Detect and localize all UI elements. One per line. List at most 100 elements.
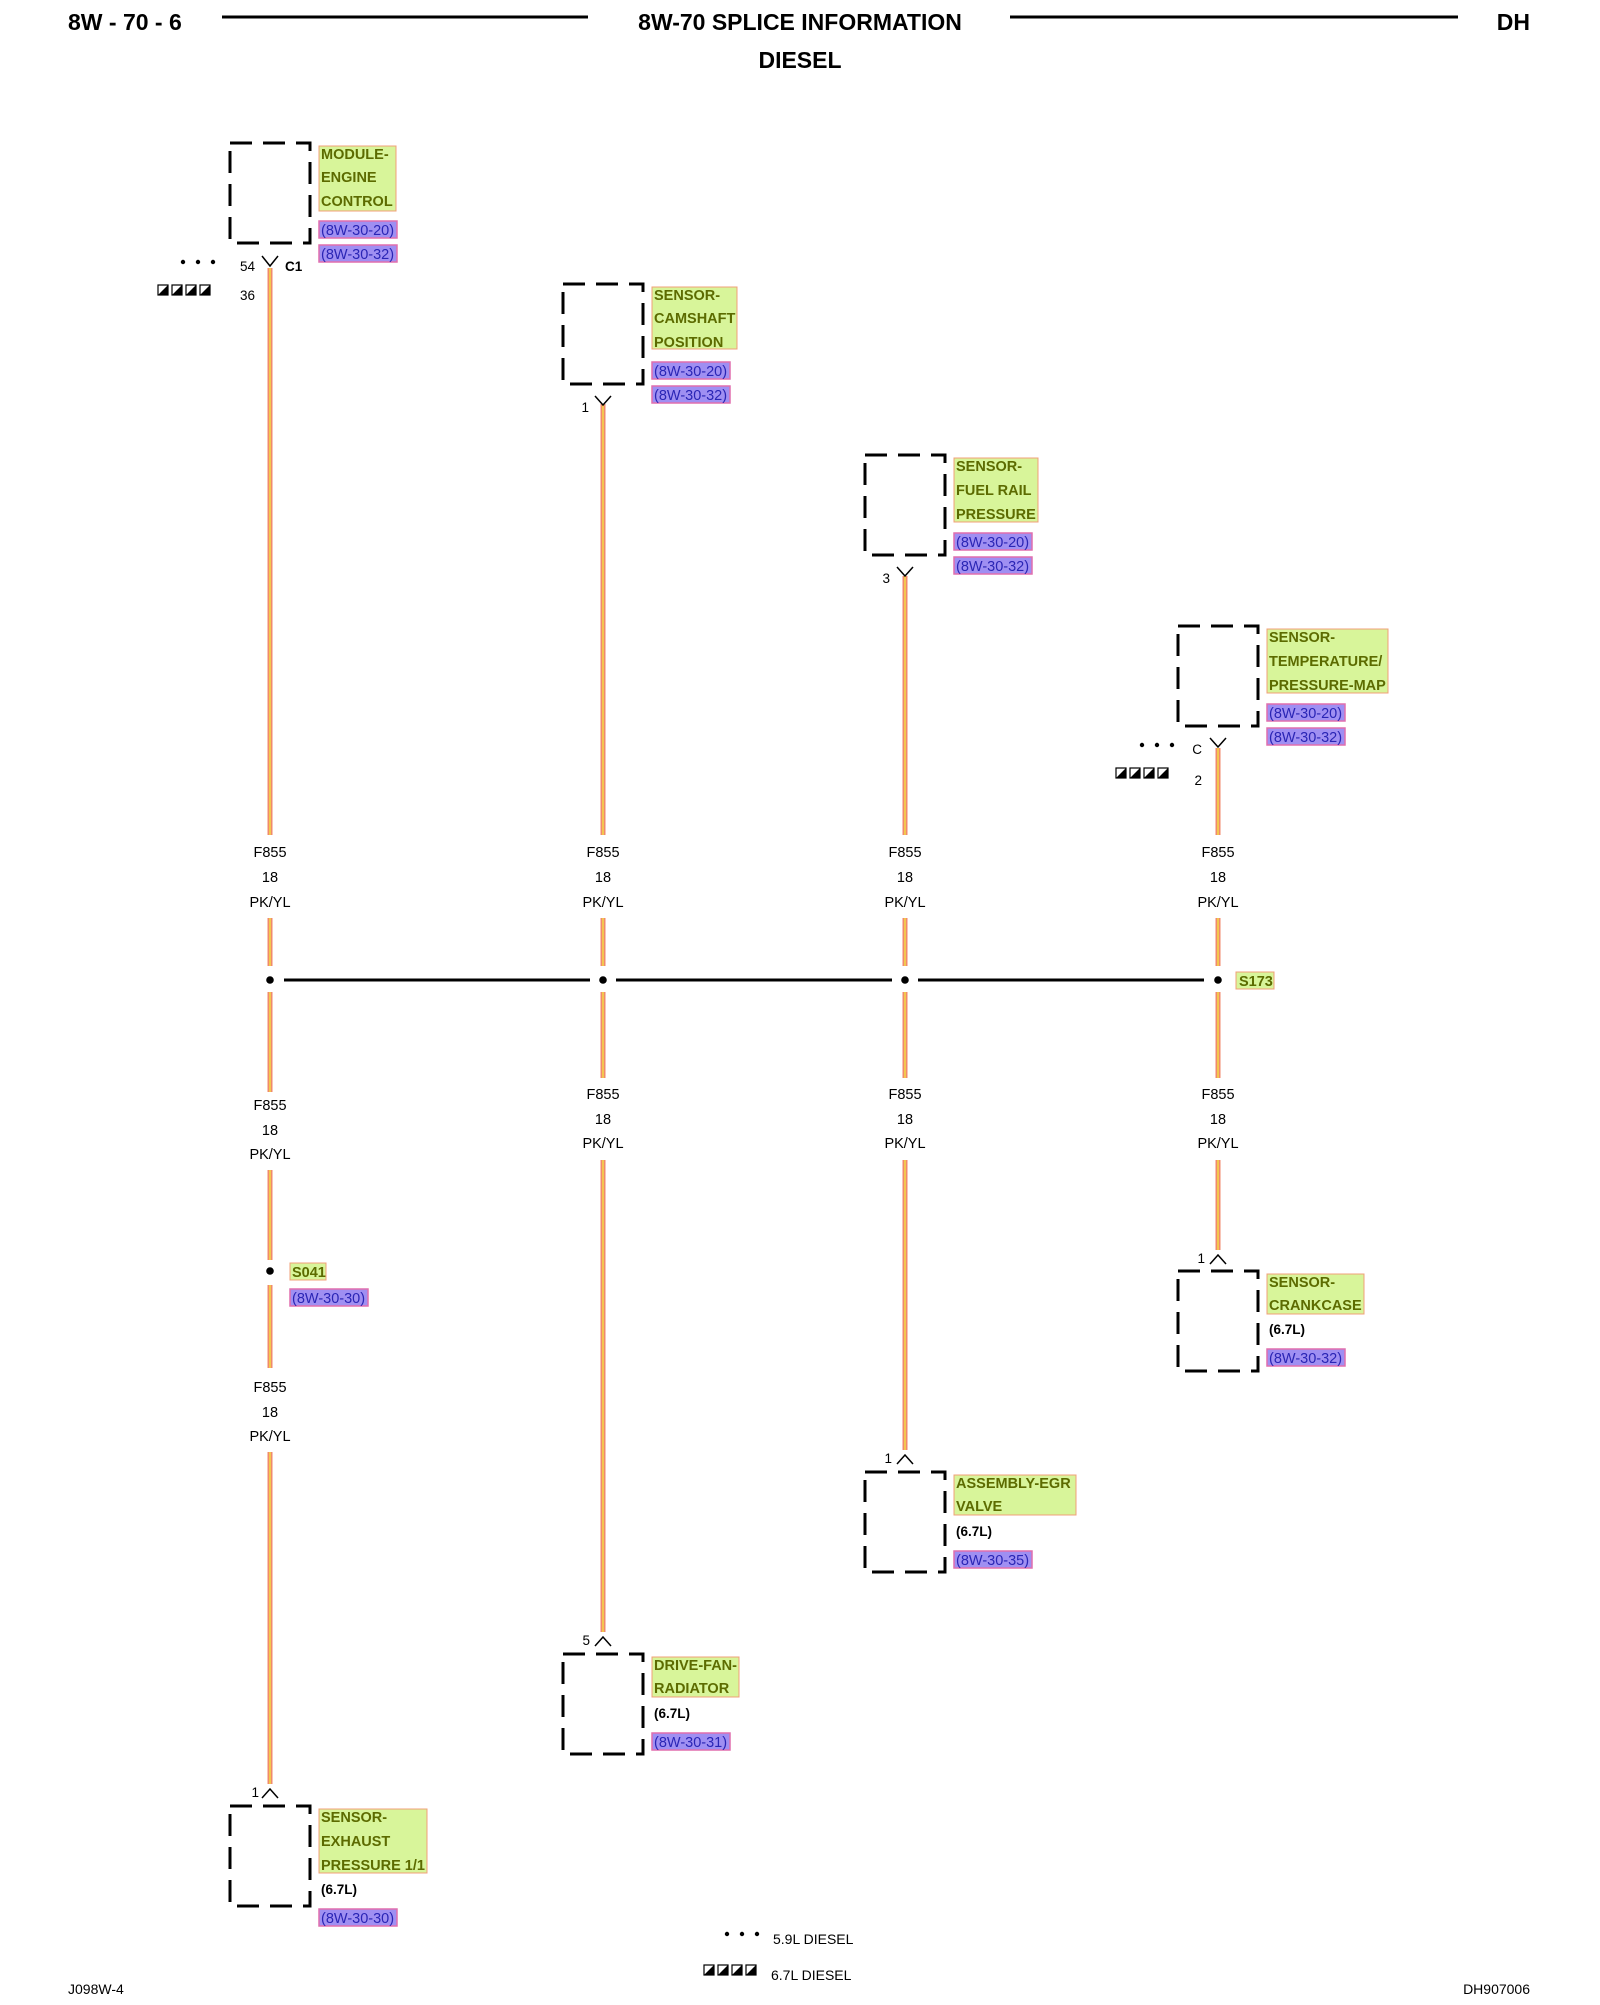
- pin-number: 1: [251, 1785, 259, 1800]
- legend-squares-label: 6.7L DIESEL: [771, 1967, 852, 1983]
- component-outline: [228, 1804, 312, 1908]
- svg-text:18: 18: [1210, 1112, 1226, 1128]
- splice-label: S173: [1239, 974, 1273, 990]
- component-name-line: EXHAUST: [321, 1834, 390, 1850]
- component-ref-box: [1266, 1348, 1346, 1367]
- page-title: 8W-70 SPLICE INFORMATION: [638, 9, 962, 35]
- connector-label: C: [1192, 742, 1202, 757]
- component-name-line: PRESSURE-MAP: [1269, 678, 1386, 694]
- connector-symbol: [1209, 1253, 1227, 1265]
- component-ref-box: [1266, 727, 1346, 746]
- svg-text:F855: F855: [253, 1380, 286, 1396]
- engine-variant: (6.7L): [321, 1882, 357, 1897]
- engine-variant: (6.7L): [1269, 1322, 1305, 1337]
- component-ref: (8W-30-31): [654, 1735, 727, 1751]
- component-ref: (8W-30-20): [956, 535, 1029, 551]
- squares-icon: [1115, 767, 1169, 779]
- svg-text:PK/YL: PK/YL: [249, 1429, 290, 1445]
- connector-symbol: [594, 1635, 612, 1647]
- squares-icon: [703, 1964, 757, 1976]
- dots-icon: [180, 259, 216, 265]
- component-name-box: [651, 286, 738, 350]
- component-name-line: CRANKCASE: [1269, 1298, 1362, 1314]
- component-exhaust-pressure-sensor: 1 SENSOR- EXHAUST PRESSURE 1/1 (6.7L) (8…: [228, 1785, 428, 1927]
- svg-text:F855: F855: [586, 1087, 619, 1103]
- component-name-line: RADIATOR: [654, 1681, 730, 1697]
- component-name-line: PRESSURE 1/1: [321, 1858, 425, 1874]
- page-header: 8W - 70 - 6 8W-70 SPLICE INFORMATION DH …: [68, 9, 1530, 73]
- svg-text:F855: F855: [888, 1087, 921, 1103]
- svg-text:PK/YL: PK/YL: [1197, 895, 1238, 911]
- connector-symbol: [896, 566, 914, 578]
- wire-label-col2-mid: F855 18 PK/YL: [582, 1087, 623, 1152]
- component-ref: (8W-30-32): [654, 388, 727, 404]
- component-outline: [561, 1652, 645, 1756]
- component-egr-valve: 1 ASSEMBLY-EGR VALVE (6.7L) (8W-30-35): [863, 1451, 1077, 1574]
- component-name-line: VALVE: [956, 1499, 1003, 1515]
- component-outline: [1176, 624, 1260, 728]
- component-name-box: [318, 1808, 428, 1874]
- connector-label: C1: [285, 259, 303, 274]
- svg-text:18: 18: [897, 870, 913, 886]
- page-footer: J098W-4 DH907006: [68, 1981, 1530, 1997]
- component-ref: (8W-30-20): [654, 364, 727, 380]
- connector-symbol: [261, 1787, 279, 1799]
- splice-s173: S173: [266, 971, 1275, 990]
- component-ref: (8W-30-20): [321, 223, 394, 239]
- component-fuel-rail-sensor: SENSOR- FUEL RAIL PRESSURE (8W-30-20) (8…: [863, 453, 1039, 586]
- component-crankcase-sensor: 1 SENSOR- CRANKCASE (6.7L) (8W-30-32): [1176, 1251, 1365, 1373]
- component-outline: [863, 1470, 947, 1574]
- component-name-line: POSITION: [654, 335, 723, 351]
- component-ref-box: [318, 1908, 398, 1927]
- component-name-box: [318, 145, 397, 212]
- component-name-line: ASSEMBLY-EGR: [956, 1476, 1071, 1492]
- component-name-line: FUEL RAIL: [956, 483, 1032, 499]
- wire-label-col3-mid: F855 18 PK/YL: [884, 1087, 925, 1152]
- component-name-line: MODULE-: [321, 147, 389, 163]
- splice-s041: S041 (8W-30-30): [266, 1262, 369, 1307]
- wire-label-col4-mid: F855 18 PK/YL: [1197, 1087, 1238, 1152]
- component-name-box: [953, 1474, 1077, 1516]
- svg-text:PK/YL: PK/YL: [1197, 1136, 1238, 1152]
- page-subtitle: DIESEL: [758, 47, 841, 73]
- wire-label-col1-mid: F855 18 PK/YL: [249, 1098, 290, 1163]
- splice-node: [266, 976, 274, 984]
- component-ref-box: [1266, 703, 1346, 722]
- component-ref-box: [953, 1550, 1033, 1569]
- component-ref: (8W-30-32): [1269, 1351, 1342, 1367]
- svg-text:F855: F855: [586, 845, 619, 861]
- connector-symbol: [1209, 737, 1227, 749]
- svg-text:PK/YL: PK/YL: [884, 895, 925, 911]
- splice-node: [1214, 976, 1222, 984]
- component-ref: (8W-30-32): [956, 559, 1029, 575]
- component-ref-box: [651, 361, 731, 380]
- component-name-box: [1266, 1273, 1365, 1315]
- svg-text:PK/YL: PK/YL: [884, 1136, 925, 1152]
- component-outline: [561, 282, 645, 386]
- pin-number: 2: [1194, 773, 1202, 788]
- component-ref-box: [953, 556, 1033, 575]
- footer-left-code: J098W-4: [68, 1981, 124, 1997]
- component-name-line: CAMSHAFT: [654, 311, 735, 327]
- component-name-line: SENSOR-: [1269, 1275, 1335, 1291]
- splice-node: [901, 976, 909, 984]
- wires: [267, 268, 1221, 1784]
- pin-number: 3: [882, 571, 890, 586]
- pin-number: 5: [582, 1633, 590, 1648]
- wire-label-col4-top: F855 18 PK/YL: [1197, 845, 1238, 911]
- svg-text:PK/YL: PK/YL: [582, 895, 623, 911]
- component-name-line: ENGINE: [321, 170, 377, 186]
- footer-right-code: DH907006: [1463, 1981, 1530, 1997]
- component-name-box: [953, 457, 1039, 523]
- svg-text:F855: F855: [888, 845, 921, 861]
- svg-text:F855: F855: [1201, 845, 1234, 861]
- splice-label-box: [1235, 971, 1275, 990]
- pin-number: 54: [240, 259, 256, 274]
- svg-text:F855: F855: [253, 845, 286, 861]
- component-name-line: TEMPERATURE/: [1269, 654, 1382, 670]
- component-radiator-fan: 5 DRIVE-FAN- RADIATOR (6.7L) (8W-30-31): [561, 1633, 740, 1756]
- svg-text:PK/YL: PK/YL: [249, 895, 290, 911]
- squares-icon: [157, 284, 211, 296]
- component-name-line: SENSOR-: [654, 288, 720, 304]
